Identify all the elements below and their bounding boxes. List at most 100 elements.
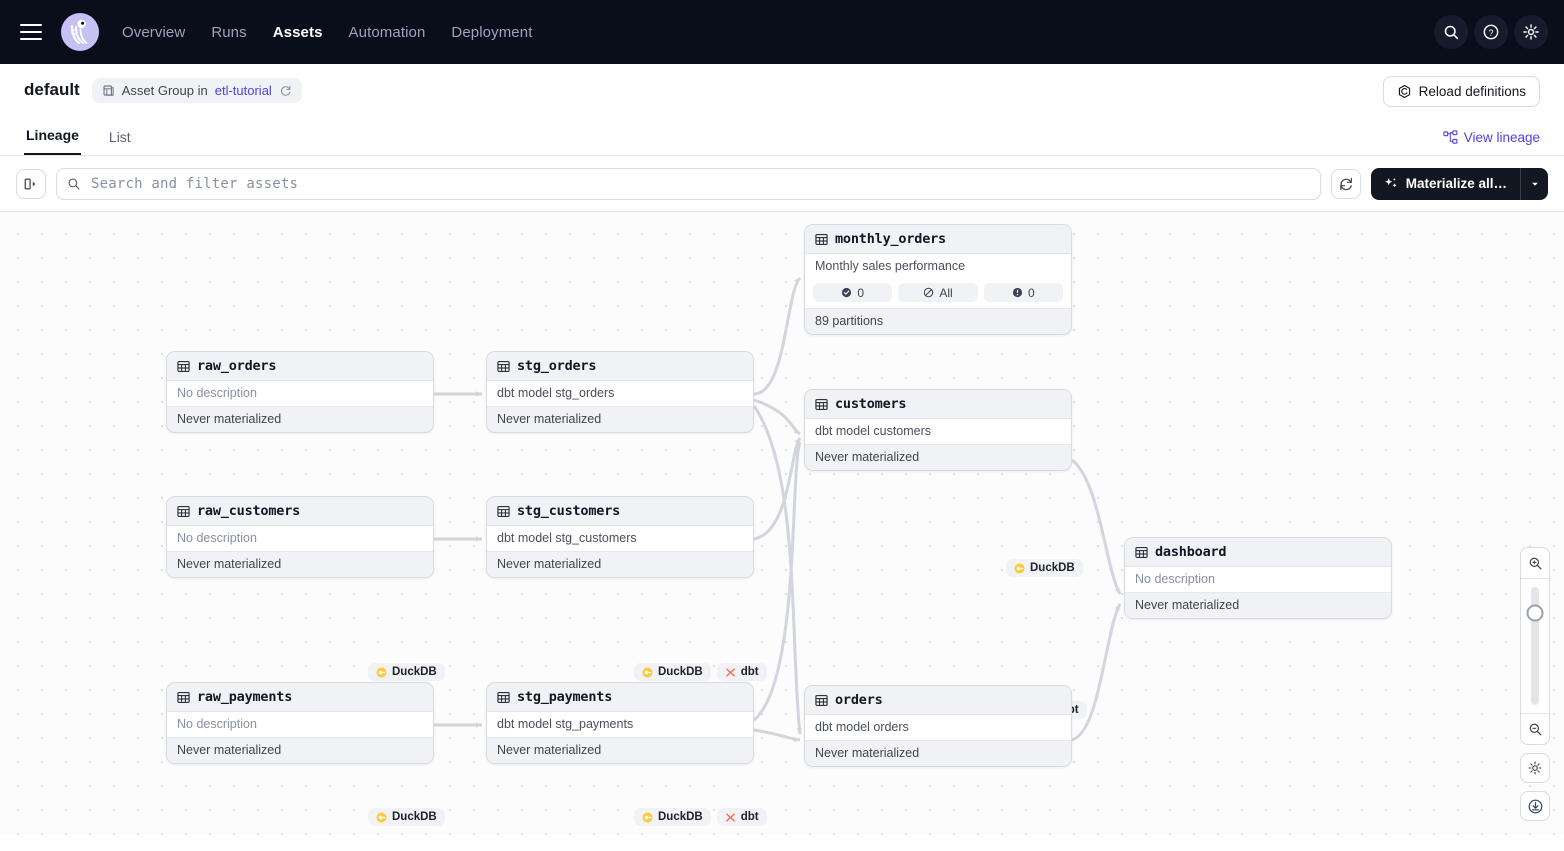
view-lineage-label: View lineage (1463, 130, 1540, 145)
dagster-logo[interactable] (60, 12, 100, 52)
refresh-assets-button[interactable] (1330, 168, 1361, 199)
lineage-graph-canvas[interactable]: monthly_orders Monthly sales performance… (0, 212, 1564, 835)
view-lineage-link[interactable]: View lineage (1443, 130, 1540, 145)
zoom-to-fit-button[interactable] (1520, 791, 1550, 821)
table-icon (177, 360, 190, 372)
hamburger-icon[interactable] (20, 24, 42, 40)
tag-label: DuckDB (392, 811, 437, 823)
asset-node-header: raw_payments (167, 683, 433, 712)
asset-node-orders[interactable]: orders dbt model orders Never materializ… (804, 685, 1072, 767)
tag-duckdb[interactable]: DuckDB (368, 663, 445, 681)
asset-node-description: No description (167, 381, 433, 406)
help-icon[interactable]: ? (1474, 15, 1508, 49)
reload-definitions-icon (1398, 84, 1410, 99)
nav-link-automation[interactable]: Automation (348, 23, 426, 41)
search-input[interactable] (89, 174, 1310, 193)
partition-chip-materialized[interactable]: 0 (813, 283, 893, 302)
nav-link-runs[interactable]: Runs (211, 23, 247, 41)
nav-link-assets[interactable]: Assets (272, 23, 323, 41)
asset-node-partition-summary: 89 partitions (805, 308, 1071, 334)
asset-node-description: No description (167, 712, 433, 737)
asset-node-description: No description (1125, 567, 1391, 592)
asset-node-stg_customers[interactable]: stg_customers dbt model stg_customers Ne… (486, 496, 754, 578)
partition-chip-label: All (939, 285, 953, 300)
asset-node-customers[interactable]: customers dbt model customers Never mate… (804, 389, 1072, 471)
page-header: default Asset Group in etl-tutorial Relo… (0, 64, 1564, 116)
asset-node-name: stg_orders (517, 358, 597, 374)
edge-orders-dashboard (1071, 603, 1122, 742)
asset-group-prefix: Asset Group in (121, 82, 208, 98)
search-field[interactable] (56, 167, 1321, 200)
asset-node-raw_payments[interactable]: raw_payments No description Never materi… (166, 682, 434, 764)
materialize-all-button[interactable]: Materialize all… (1370, 167, 1548, 200)
asset-node-stg_orders[interactable]: stg_orders dbt model stg_orders Never ma… (486, 351, 754, 433)
tab-list[interactable]: List (108, 129, 131, 145)
asset-node-raw_orders[interactable]: raw_orders No description Never material… (166, 351, 434, 433)
partition-chip-failed[interactable]: 0 (983, 283, 1063, 302)
partition-chip-missing[interactable]: All (898, 283, 978, 302)
asset-node-tags-stg_customers: DuckDB dbt (634, 808, 767, 826)
tab-lineage[interactable]: Lineage (24, 127, 81, 155)
asset-node-tags-raw_customers: DuckDB (368, 808, 445, 826)
table-icon (497, 691, 510, 703)
asset-node-header: stg_payments (487, 683, 753, 712)
asset-node-header: orders (805, 686, 1071, 715)
asset-node-status: Never materialized (805, 444, 1071, 470)
svg-text:?: ? (1488, 28, 1493, 38)
panel-toggle-icon[interactable] (16, 168, 46, 199)
tag-duckdb[interactable]: DuckDB (634, 663, 711, 681)
table-icon (177, 505, 190, 517)
reload-definitions-button[interactable]: Reload definitions (1382, 76, 1540, 107)
divider (1521, 713, 1549, 714)
zoom-in-button[interactable] (1520, 548, 1550, 578)
asset-node-header: customers (805, 390, 1071, 419)
asset-node-name: customers (835, 396, 907, 412)
asset-node-name: stg_customers (517, 503, 621, 519)
asset-node-status: Never materialized (487, 737, 753, 763)
asset-node-monthly_orders[interactable]: monthly_orders Monthly sales performance… (804, 224, 1072, 335)
reload-definitions-label: Reload definitions (1418, 84, 1526, 99)
top-navigation-bar: Overview Runs Assets Automation Deployme… (0, 0, 1564, 64)
table-icon (497, 360, 510, 372)
table-icon (1135, 546, 1148, 558)
asset-node-header: raw_orders (167, 352, 433, 381)
asset-node-header: stg_customers (487, 497, 753, 526)
gear-icon[interactable] (1514, 15, 1548, 49)
asset-node-stg_payments[interactable]: stg_payments dbt model stg_payments Neve… (486, 682, 754, 764)
asset-node-name: raw_customers (197, 503, 301, 519)
tag-dbt[interactable]: dbt (716, 663, 767, 681)
edge-stg_payments-customers (753, 441, 802, 722)
asset-group-icon (103, 85, 114, 96)
asset-node-tags-stg_orders: DuckDB dbt (634, 663, 767, 681)
materialize-all-main[interactable]: Materialize all… (1371, 168, 1520, 200)
nav-link-deployment[interactable]: Deployment (451, 23, 533, 41)
table-icon (815, 233, 828, 245)
lineage-edges (434, 276, 1122, 742)
asset-node-raw_customers[interactable]: raw_customers No description Never mater… (166, 496, 434, 578)
exclamation-circle-icon (1012, 287, 1023, 298)
search-icon (68, 178, 80, 190)
asset-node-header: raw_customers (167, 497, 433, 526)
refresh-icon (1339, 177, 1352, 190)
asset-group-badge[interactable]: Asset Group in etl-tutorial (91, 77, 302, 103)
search-icon[interactable] (1434, 15, 1468, 49)
tag-duckdb[interactable]: DuckDB (1006, 559, 1083, 577)
zoom-slider-knob[interactable] (1526, 604, 1544, 622)
asset-node-description: dbt model orders (805, 715, 1071, 740)
tag-duckdb[interactable]: DuckDB (634, 808, 711, 826)
refresh-icon[interactable] (279, 84, 292, 97)
tag-duckdb[interactable]: DuckDB (368, 808, 445, 826)
materialize-all-dropdown[interactable] (1520, 167, 1548, 200)
asset-node-dashboard[interactable]: dashboard No description Never materiali… (1124, 537, 1392, 619)
zoom-out-button[interactable] (1520, 714, 1550, 744)
top-nav-actions: ? (1434, 0, 1548, 64)
tag-dbt[interactable]: dbt (716, 808, 767, 826)
asset-group-link[interactable]: etl-tutorial (214, 82, 272, 98)
tab-bar: Lineage List View lineage (0, 116, 1564, 156)
graph-settings-button[interactable] (1520, 753, 1550, 783)
lineage-icon (1443, 130, 1458, 144)
slash-circle-icon (924, 287, 934, 298)
check-circle-icon (842, 287, 852, 298)
nav-link-overview[interactable]: Overview (122, 23, 186, 41)
zoom-slider[interactable] (1526, 587, 1544, 705)
